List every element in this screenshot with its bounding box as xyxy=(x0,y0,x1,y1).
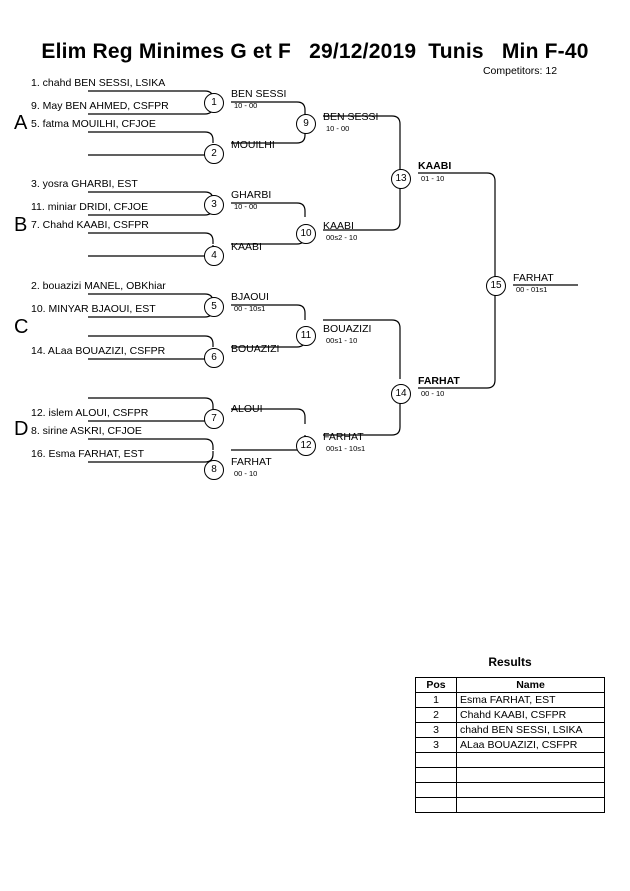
result-name: Chahd KAABI, CSFPR xyxy=(456,707,605,723)
page-title: Elim Reg Minimes G et F 29/12/2019 Tunis… xyxy=(41,40,589,63)
match-winner-13: KAABI xyxy=(418,160,452,172)
result-name xyxy=(456,797,605,813)
match-number-2[interactable]: 2 xyxy=(204,144,224,164)
results-title: Results xyxy=(488,655,532,669)
result-pos: 3 xyxy=(415,722,457,738)
entry-3: 5. fatma MOUILHI, CFJOE xyxy=(31,118,156,130)
match-winner-8: FARHAT xyxy=(231,456,272,468)
match-winner-11: BOUAZIZI xyxy=(323,323,372,335)
results-table: Pos Name 1 Esma FARHAT, EST 2 Chahd KAAB… xyxy=(415,677,605,813)
bracket-lines xyxy=(88,90,578,463)
match-number-4[interactable]: 4 xyxy=(204,246,224,266)
table-row xyxy=(415,752,605,768)
group-label-c: C xyxy=(14,316,29,338)
table-row: 3 ALaa BOUAZIZI, CSFPR xyxy=(415,737,605,753)
table-row: 1 Esma FARHAT, EST xyxy=(415,692,605,708)
result-pos xyxy=(415,752,457,768)
entry-12: 14. ALaa BOUAZIZI, CSFPR xyxy=(31,345,166,357)
match-score-15: 00 - 01s1 xyxy=(516,285,548,294)
entry-6: 11. miniar DRIDI, CFJOE xyxy=(31,201,149,213)
match-number-5[interactable]: 5 xyxy=(204,297,224,317)
match-winner-1: BEN SESSI xyxy=(231,88,287,100)
result-pos xyxy=(415,782,457,798)
entry-1: 1. chahd BEN SESSI, LSIKA xyxy=(31,77,166,89)
results-col-pos: Pos xyxy=(415,677,457,693)
match-number-15[interactable]: 15 xyxy=(486,276,506,296)
match-winner-15: FARHAT xyxy=(513,272,554,284)
result-name xyxy=(456,752,605,768)
entry-5: 3. yosra GHARBI, EST xyxy=(31,178,138,190)
entry-7: 7. Chahd KAABI, CSFPR xyxy=(31,219,149,231)
result-name xyxy=(456,782,605,798)
table-row: 3 chahd BEN SESSI, LSIKA xyxy=(415,722,605,738)
result-name xyxy=(456,767,605,783)
match-winner-10: KAABI xyxy=(323,220,354,232)
table-row xyxy=(415,797,605,813)
results-header-row: Pos Name xyxy=(415,677,605,693)
match-number-8[interactable]: 8 xyxy=(204,460,224,480)
group-label-a: A xyxy=(14,112,28,134)
match-score-9: 10 - 00 xyxy=(326,124,350,133)
result-pos: 2 xyxy=(415,707,457,723)
match-number-11[interactable]: 11 xyxy=(296,326,316,346)
match-winner-9: BEN SESSI xyxy=(323,111,379,123)
table-row: 2 Chahd KAABI, CSFPR xyxy=(415,707,605,723)
results-col-name: Name xyxy=(456,677,605,693)
match-number-10[interactable]: 10 xyxy=(296,224,316,244)
entry-14: 12. islem ALOUI, CSFPR xyxy=(31,407,149,419)
match-number-14[interactable]: 14 xyxy=(391,384,411,404)
match-number-3[interactable]: 3 xyxy=(204,195,224,215)
result-pos xyxy=(415,797,457,813)
match-score-3: 10 - 00 xyxy=(234,202,258,211)
match-score-12: 00s1 - 10s1 xyxy=(326,444,366,453)
table-row xyxy=(415,782,605,798)
table-row xyxy=(415,767,605,783)
match-winner-2: MOUILHI xyxy=(231,139,275,151)
match-score-8: 00 - 10 xyxy=(234,469,258,478)
result-name: Esma FARHAT, EST xyxy=(456,692,605,708)
match-number-6[interactable]: 6 xyxy=(204,348,224,368)
match-score-10: 00s2 - 10 xyxy=(326,233,358,242)
match-winner-7: ALOUI xyxy=(231,403,263,415)
match-winner-6: BOUAZIZI xyxy=(231,343,280,355)
match-number-13[interactable]: 13 xyxy=(391,169,411,189)
match-number-7[interactable]: 7 xyxy=(204,409,224,429)
match-score-11: 00s1 - 10 xyxy=(326,336,358,345)
group-label-b: B xyxy=(14,214,28,236)
match-winner-12: FARHAT xyxy=(323,431,364,443)
match-number-12[interactable]: 12 xyxy=(296,436,316,456)
entry-16: 16. Esma FARHAT, EST xyxy=(31,448,145,460)
entry-9: 2. bouazizi MANEL, OBKhiar xyxy=(31,280,166,292)
match-score-14: 00 - 10 xyxy=(421,389,445,398)
result-name: ALaa BOUAZIZI, CSFPR xyxy=(456,737,605,753)
entry-15: 8. sirine ASKRI, CFJOE xyxy=(31,425,142,437)
result-pos xyxy=(415,767,457,783)
match-number-9[interactable]: 9 xyxy=(296,114,316,134)
competitors-count: Competitors: 12 xyxy=(482,65,558,77)
match-winner-14: FARHAT xyxy=(418,375,460,387)
result-pos: 3 xyxy=(415,737,457,753)
match-winner-4: KAABI xyxy=(231,241,262,253)
result-pos: 1 xyxy=(415,692,457,708)
entry-2: 9. May BEN AHMED, CSFPR xyxy=(31,100,169,112)
result-name: chahd BEN SESSI, LSIKA xyxy=(456,722,605,738)
match-score-5: 00 - 10s1 xyxy=(234,304,266,313)
group-label-d: D xyxy=(14,418,29,440)
match-score-13: 01 - 10 xyxy=(421,174,445,183)
match-winner-5: BJAOUI xyxy=(231,291,269,303)
match-score-1: 10 - 00 xyxy=(234,101,258,110)
entry-10: 10. MINYAR BJAOUI, EST xyxy=(31,303,156,315)
match-winner-3: GHARBI xyxy=(231,189,272,201)
match-number-1[interactable]: 1 xyxy=(204,93,224,113)
